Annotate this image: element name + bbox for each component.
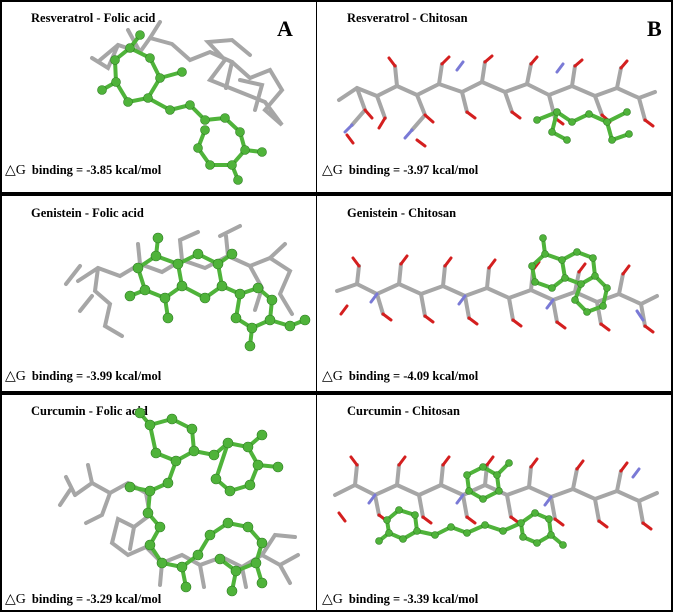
binding-energy-label: △G binding = -3.29 kcal/mol [5, 591, 161, 608]
binding-energy-value: binding = -3.97 kcal/mol [348, 163, 479, 177]
binding-energy-label: △G binding = -3.39 kcal/mol [322, 591, 478, 608]
binding-energy-value: binding = -4.09 kcal/mol [348, 369, 479, 383]
binding-energy-label: △G binding = -3.97 kcal/mol [322, 162, 478, 179]
panel-genistein-chitosan: Genistein - Chitosan △G binding = -4.09 k… [317, 196, 673, 391]
molecule-complex-image [90, 20, 285, 185]
binding-energy-label: △G binding = -4.09 kcal/mol [322, 368, 478, 385]
binding-energy-value: binding = -3.99 kcal/mol [31, 369, 162, 383]
panel-letter: A [277, 16, 293, 41]
panel-genistein-folic-acid: Genistein - Folic acid △G binding = -3.99… [0, 196, 316, 391]
panel-title: Curcumin - Chitosan [347, 404, 460, 418]
molecule-complex-image [333, 455, 659, 549]
panel-title: Curcumin - Folic acid [31, 404, 148, 418]
delta-g-symbol: △G [322, 592, 343, 607]
panel-curcumin-chitosan: Curcumin - Chitosan [317, 395, 673, 612]
row-divider-2 [0, 391, 673, 395]
molecule-complex-image [335, 234, 659, 334]
molecule-complex-image [337, 54, 657, 148]
panel-title: Genistein - Chitosan [347, 206, 457, 220]
molecule-complex-image [64, 224, 311, 352]
delta-g-symbol: △G [322, 369, 343, 384]
panel-resveratrol-chitosan: Resveratrol - Chitosan B △G binding = -3.… [317, 0, 673, 192]
delta-g-symbol: △G [322, 163, 343, 178]
panel-resveratrol-folic-acid: Resveratrol - Folic acid A △G binding = -… [0, 0, 316, 192]
panel-title: Resveratrol - Folic acid [31, 11, 156, 25]
delta-g-symbol: △G [5, 369, 26, 384]
panel-title: Resveratrol - Chitosan [347, 11, 468, 25]
binding-energy-value: binding = -3.29 kcal/mol [31, 592, 162, 606]
row-divider-1 [0, 192, 673, 196]
binding-energy-value: binding = -3.39 kcal/mol [348, 592, 479, 606]
binding-energy-label: △G binding = -3.85 kcal/mol [5, 162, 161, 179]
binding-energy-label: △G binding = -3.99 kcal/mol [5, 368, 161, 385]
column-divider [316, 0, 317, 612]
panel-title: Genistein - Folic acid [31, 206, 144, 220]
binding-energy-value: binding = -3.85 kcal/mol [31, 163, 162, 177]
delta-g-symbol: △G [5, 163, 26, 178]
delta-g-symbol: △G [5, 592, 26, 607]
molecule-complex-image [58, 407, 300, 597]
panel-letter: B [647, 16, 662, 41]
